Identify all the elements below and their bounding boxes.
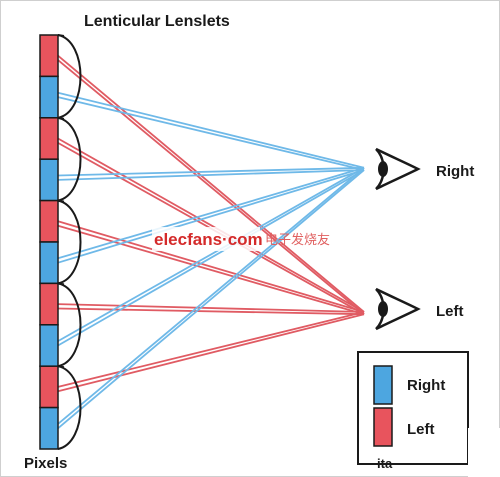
lenslet-cap-4	[57, 365, 65, 369]
diagram-title: Lenticular Lenslets	[84, 13, 230, 30]
lenslet-cap-1	[57, 116, 65, 120]
lenslet-4	[57, 365, 82, 450]
ray-right-5-0	[57, 169, 365, 264]
lenslet-0	[57, 34, 82, 119]
lenslet-cap-0	[57, 34, 65, 37]
pixel-left-8	[39, 365, 59, 409]
ray-left-6-0	[57, 303, 365, 313]
pixel-strip	[39, 34, 59, 450]
right-eye-label: Right	[436, 163, 474, 180]
watermark-cn: 电子发烧友	[265, 232, 330, 248]
ray-right-7-0	[57, 169, 365, 347]
legend-cut-text: ita	[377, 456, 393, 471]
ray-left-0-0	[57, 55, 365, 313]
ray-right-3-1	[57, 166, 365, 177]
ray-left-8-1	[57, 313, 365, 393]
left-eye-icon	[375, 287, 421, 331]
lenslet-cap-3	[57, 282, 65, 286]
pixel-left-2	[39, 117, 59, 160]
ray-right-5-1	[57, 166, 365, 260]
ray-group	[57, 55, 365, 429]
watermark: elecfans·com 电子发烧友	[152, 227, 330, 251]
ray-right-7-1	[57, 167, 365, 342]
legend-swatch-right	[373, 365, 393, 405]
pixel-right-5	[39, 241, 59, 285]
watermark-brand: elecfans·com	[154, 230, 263, 249]
legend-label-left: Left	[407, 421, 435, 438]
ray-left-0-1	[57, 59, 365, 315]
ray-left-4-0	[57, 220, 365, 313]
legend-swatch-left	[373, 407, 393, 447]
legend-corner-patch	[468, 428, 500, 477]
pixels-label: Pixels	[24, 455, 67, 472]
legend-label-right: Right	[407, 377, 445, 394]
ray-right-9-0	[57, 169, 365, 429]
pixel-right-3	[39, 158, 59, 202]
left-eye-label: Left	[436, 303, 464, 320]
pixel-right-9	[39, 406, 59, 450]
lenslet-cap-2	[57, 199, 65, 203]
ray-right-3-0	[57, 169, 365, 181]
pixel-right-7	[39, 324, 59, 367]
ray-right-1-0	[57, 96, 365, 171]
ray-left-8-0	[57, 311, 365, 388]
ray-right-9-1	[57, 167, 365, 425]
right-eye-icon	[375, 147, 421, 191]
pixel-left-0	[39, 34, 59, 78]
lenslet-2	[57, 199, 82, 285]
ray-left-6-1	[57, 307, 365, 316]
ray-left-4-1	[57, 224, 365, 316]
ray-left-2-0	[57, 137, 365, 313]
lenslet-group	[57, 34, 82, 450]
pixel-right-1	[39, 75, 59, 119]
pixel-left-6	[39, 282, 59, 326]
lenslet-1	[57, 116, 82, 202]
lenslet-3	[57, 282, 82, 368]
legend: Right Left ita	[357, 351, 500, 477]
pixel-left-4	[39, 199, 59, 243]
ray-right-1-1	[57, 91, 365, 169]
